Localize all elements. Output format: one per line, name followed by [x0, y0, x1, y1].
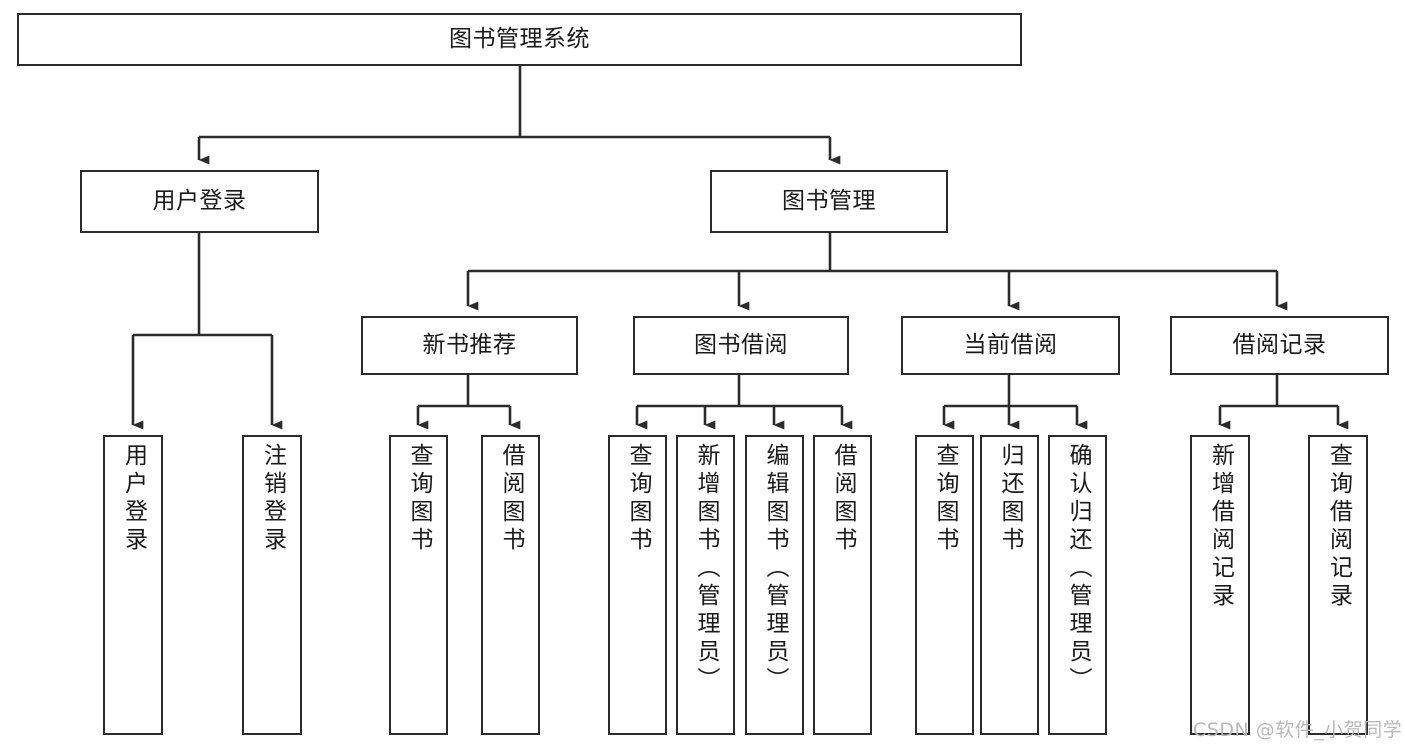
leaf-query-book-3-label: 查询图书	[932, 443, 958, 555]
leaf-add-record[interactable]: 新增借阅记录	[1190, 435, 1250, 735]
node-current-borrow-label: 当前借阅	[963, 331, 1058, 358]
leaf-user-login[interactable]: 用户登录	[103, 435, 163, 735]
node-book-management[interactable]: 图书管理	[710, 170, 948, 233]
node-borrow-record-label: 借阅记录	[1232, 331, 1327, 358]
leaf-add-record-label: 新增借阅记录	[1207, 443, 1234, 611]
leaf-add-book[interactable]: 新增图书（管理员）	[676, 435, 735, 735]
node-book-borrow-label: 图书借阅	[694, 331, 788, 358]
node-book-management-label: 图书管理	[782, 187, 876, 214]
node-new-book-recommend[interactable]: 新书推荐	[361, 316, 578, 375]
leaf-user-logout[interactable]: 注销登录	[242, 435, 302, 735]
leaf-confirm-return[interactable]: 确认归还（管理员）	[1048, 435, 1107, 735]
node-user-login[interactable]: 用户登录	[80, 170, 319, 233]
leaf-borrow-book-1[interactable]: 借阅图书	[481, 435, 540, 735]
node-user-login-label: 用户登录	[152, 187, 247, 214]
leaf-query-book-3[interactable]: 查询图书	[915, 435, 974, 735]
leaf-query-book-2-label: 查询图书	[625, 443, 651, 555]
leaf-user-login-label: 用户登录	[120, 443, 147, 555]
csdn-watermark: CSDN @软件_小贺同学	[1193, 719, 1403, 741]
leaf-borrow-book-2[interactable]: 借阅图书	[813, 435, 872, 735]
node-new-book-recommend-label: 新书推荐	[422, 331, 517, 358]
node-book-borrow[interactable]: 图书借阅	[633, 316, 849, 375]
node-borrow-record[interactable]: 借阅记录	[1170, 316, 1389, 375]
leaf-return-book-label: 归还图书	[997, 443, 1023, 555]
leaf-borrow-book-2-label: 借阅图书	[830, 443, 856, 555]
leaf-query-book-1-label: 查询图书	[406, 443, 432, 555]
node-current-borrow[interactable]: 当前借阅	[901, 316, 1120, 375]
leaf-confirm-return-label: 确认归还（管理员）	[1065, 443, 1091, 695]
node-root[interactable]: 图书管理系统	[17, 13, 1022, 66]
leaf-query-record-label: 查询借阅记录	[1325, 443, 1352, 611]
leaf-query-book-1[interactable]: 查询图书	[389, 435, 448, 735]
leaf-user-logout-label: 注销登录	[259, 443, 286, 555]
leaf-return-book[interactable]: 归还图书	[980, 435, 1039, 735]
leaf-query-record[interactable]: 查询借阅记录	[1308, 435, 1368, 735]
leaf-add-book-label: 新增图书（管理员）	[693, 443, 719, 695]
leaf-query-book-2[interactable]: 查询图书	[608, 435, 667, 735]
node-root-label: 图书管理系统	[449, 25, 590, 52]
leaf-edit-book[interactable]: 编辑图书（管理员）	[745, 435, 804, 735]
leaf-edit-book-label: 编辑图书（管理员）	[762, 443, 788, 695]
leaf-borrow-book-1-label: 借阅图书	[498, 443, 524, 555]
